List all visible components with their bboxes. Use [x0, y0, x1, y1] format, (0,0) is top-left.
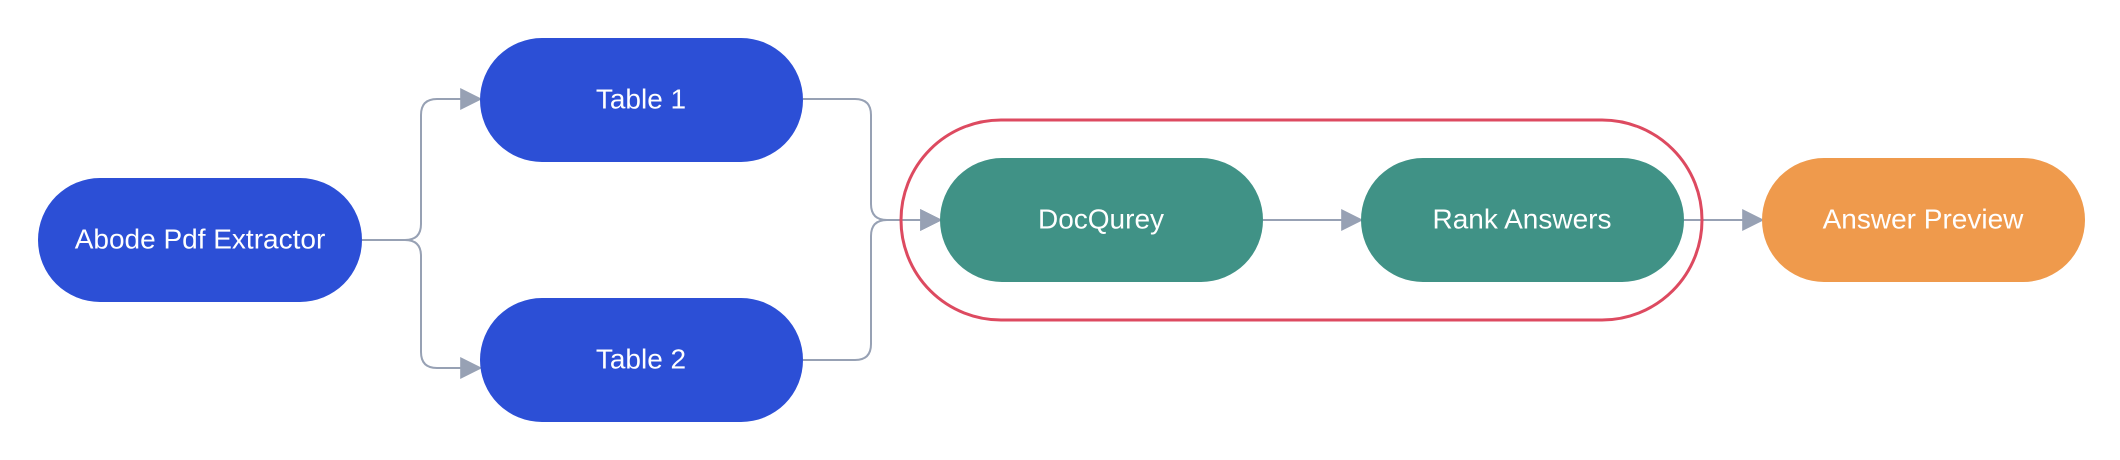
- group-outline: [899, 118, 1704, 322]
- connector-extractor-to-table1: [362, 88, 483, 241]
- node-abode-pdf-extractor[interactable]: Abode Pdf Extractor: [38, 178, 362, 302]
- node-shape: [1361, 158, 1684, 282]
- node-rank-answers[interactable]: Rank Answers: [1361, 158, 1684, 282]
- node-shape: [1762, 158, 2085, 282]
- connector-extractor-to-table2: [362, 239, 483, 379]
- node-label: DocQurey: [1038, 203, 1164, 234]
- connector-table2-to-docqurey: [803, 209, 943, 361]
- node-label: Abode Pdf Extractor: [75, 223, 326, 254]
- node-shape: [940, 158, 1263, 282]
- node-shape: [38, 178, 362, 302]
- node-label: Rank Answers: [1433, 203, 1612, 234]
- connector-table1-to-docqurey: [803, 98, 943, 231]
- node-table-1[interactable]: Table 1: [480, 38, 803, 162]
- connectors: [362, 88, 1765, 379]
- node-docqurey[interactable]: DocQurey: [940, 158, 1263, 282]
- node-label: Table 1: [596, 83, 686, 114]
- node-answer-preview[interactable]: Answer Preview: [1762, 158, 2085, 282]
- node-label: Answer Preview: [1823, 203, 2025, 234]
- node-shape: [480, 298, 803, 422]
- node-shape: [480, 38, 803, 162]
- node-label: Table 2: [596, 343, 686, 374]
- node-table-2[interactable]: Table 2: [480, 298, 803, 422]
